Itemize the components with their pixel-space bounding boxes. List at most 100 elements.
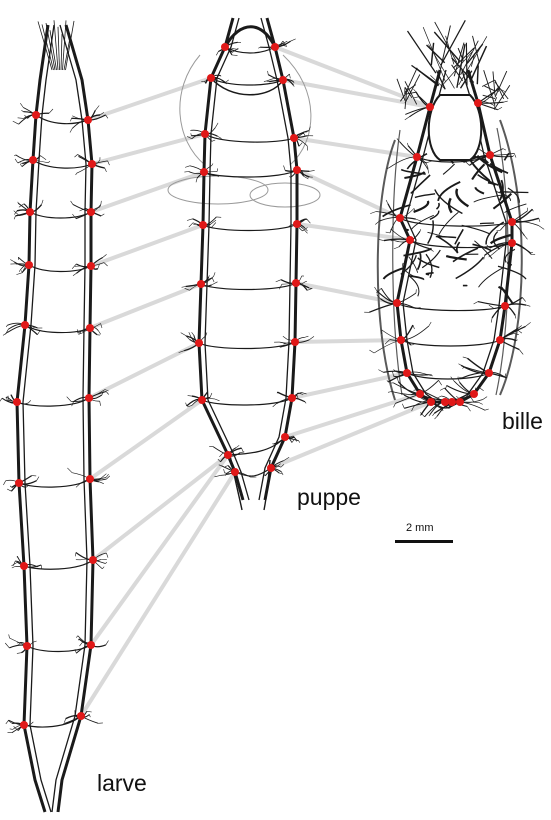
- pupa-twig: [258, 47, 260, 48]
- pupa-twig: [215, 399, 220, 401]
- connector-line: [88, 78, 211, 120]
- beetle-spiracle-dot: [416, 390, 424, 398]
- larva-spiracle-dot: [87, 641, 95, 649]
- beetle-twig: [414, 97, 420, 98]
- beetle-spiracle-dot: [396, 214, 404, 222]
- beetle-twig: [388, 392, 392, 393]
- pupa-spiracle-dot: [290, 134, 298, 142]
- larva-twig: [106, 641, 109, 645]
- larva-twig: [64, 719, 65, 723]
- pupa-twig: [189, 223, 193, 227]
- beetle-twig: [504, 101, 508, 102]
- beetle-twig: [378, 370, 383, 373]
- beetle-twig: [439, 380, 442, 385]
- larva-twig: [70, 128, 72, 132]
- beetle-twig: [514, 153, 516, 157]
- larva-spiracle-dot: [21, 321, 29, 329]
- beetle-spiracle-dot: [393, 299, 401, 307]
- pupa-twig: [242, 448, 244, 452]
- pupa-label: puppe: [297, 486, 361, 509]
- pupa-twig: [218, 136, 222, 138]
- larva-twig: [17, 653, 22, 654]
- pupa-commissure: [201, 283, 296, 290]
- pupa-twig: [276, 280, 281, 282]
- larva-label: larve: [97, 772, 147, 795]
- beetle-thoracic-branch: [408, 276, 423, 280]
- beetle-thoracic-branch: [405, 230, 408, 231]
- beetle-twig: [437, 396, 441, 398]
- connector-line: [92, 134, 205, 164]
- larva-spiracle-dot: [84, 116, 92, 124]
- beetle-thoracic-branch: [439, 212, 459, 235]
- pupa-twig: [283, 336, 287, 339]
- larva-twig: [75, 155, 78, 158]
- connector-line: [90, 400, 202, 479]
- larva-twig: [28, 400, 31, 403]
- beetle-twig: [402, 404, 404, 409]
- connector-line: [93, 455, 228, 560]
- larva-spiracle-dot: [87, 208, 95, 216]
- pupa-spiracle-dot: [199, 221, 207, 229]
- beetle-twig: [379, 239, 384, 240]
- beetle-tracheal-network: [364, 20, 544, 419]
- larva-right-inner-trunk: [52, 25, 87, 812]
- beetle-pronotum: [429, 95, 482, 160]
- larva-twig: [67, 397, 72, 402]
- pupa-twig: [290, 74, 291, 78]
- beetle-thoracic-branch: [430, 211, 439, 220]
- larva-twig: [16, 273, 22, 275]
- beetle-twig: [411, 345, 414, 346]
- beetle-twig: [526, 305, 530, 306]
- larva-twig: [95, 106, 99, 111]
- larva-twig: [41, 565, 42, 569]
- larva-twig: [14, 155, 15, 156]
- pupa-twig: [212, 278, 214, 282]
- larva-commissure: [30, 212, 91, 218]
- larva-twig: [73, 273, 76, 276]
- larva-twig: [103, 254, 107, 257]
- beetle-head-branch: [477, 65, 478, 84]
- larva-twig: [100, 401, 101, 406]
- beetle-twig: [386, 232, 390, 233]
- beetle-twig: [484, 255, 485, 259]
- pupa-tracheal-network: [179, 18, 315, 510]
- larva-twig: [20, 163, 22, 164]
- beetle-thoracic-branch: [437, 203, 440, 209]
- larva-commissure: [27, 645, 91, 652]
- beetle-twig: [386, 200, 388, 204]
- larva-twig: [71, 201, 73, 205]
- pupa-twig: [225, 466, 228, 467]
- larva-spiracle-dot: [13, 398, 21, 406]
- larva-twig: [15, 159, 18, 163]
- beetle-twig: [429, 415, 430, 416]
- larva-twig: [106, 553, 108, 558]
- larva-twig: [67, 468, 72, 473]
- beetle-spiracle-dot: [441, 398, 449, 406]
- larva-twig: [5, 643, 9, 648]
- larva-spiracle-dot: [20, 721, 28, 729]
- pupa-twig: [215, 123, 218, 128]
- beetle-thoracic-branch: [474, 195, 502, 202]
- spiracle-connector-lines: [81, 47, 431, 716]
- pupa-spiracle-dot: [198, 396, 206, 404]
- beetle-twig: [522, 298, 525, 302]
- pupa-twig: [188, 396, 192, 397]
- beetle-twig: [526, 322, 531, 326]
- larva-twig: [9, 634, 10, 638]
- larva-spiracle-dot: [88, 160, 96, 168]
- pupa-twig: [305, 336, 309, 337]
- larva-left-inner-trunk: [23, 25, 54, 812]
- pupa-twig: [192, 332, 194, 335]
- pupa-twig: [187, 219, 193, 221]
- pupa-twig: [236, 445, 239, 447]
- pupa-twig: [209, 275, 210, 277]
- pupa-twig: [219, 454, 222, 457]
- larva-spiracle-dot: [29, 156, 37, 164]
- beetle-branch: [369, 303, 397, 312]
- beetle-twig: [370, 212, 376, 214]
- larva-commissure: [24, 560, 93, 569]
- beetle-spiracle-dot: [470, 390, 478, 398]
- larva-right-trunk: [58, 25, 93, 812]
- larva-head-branch: [38, 21, 52, 70]
- pupa-twig: [212, 140, 215, 141]
